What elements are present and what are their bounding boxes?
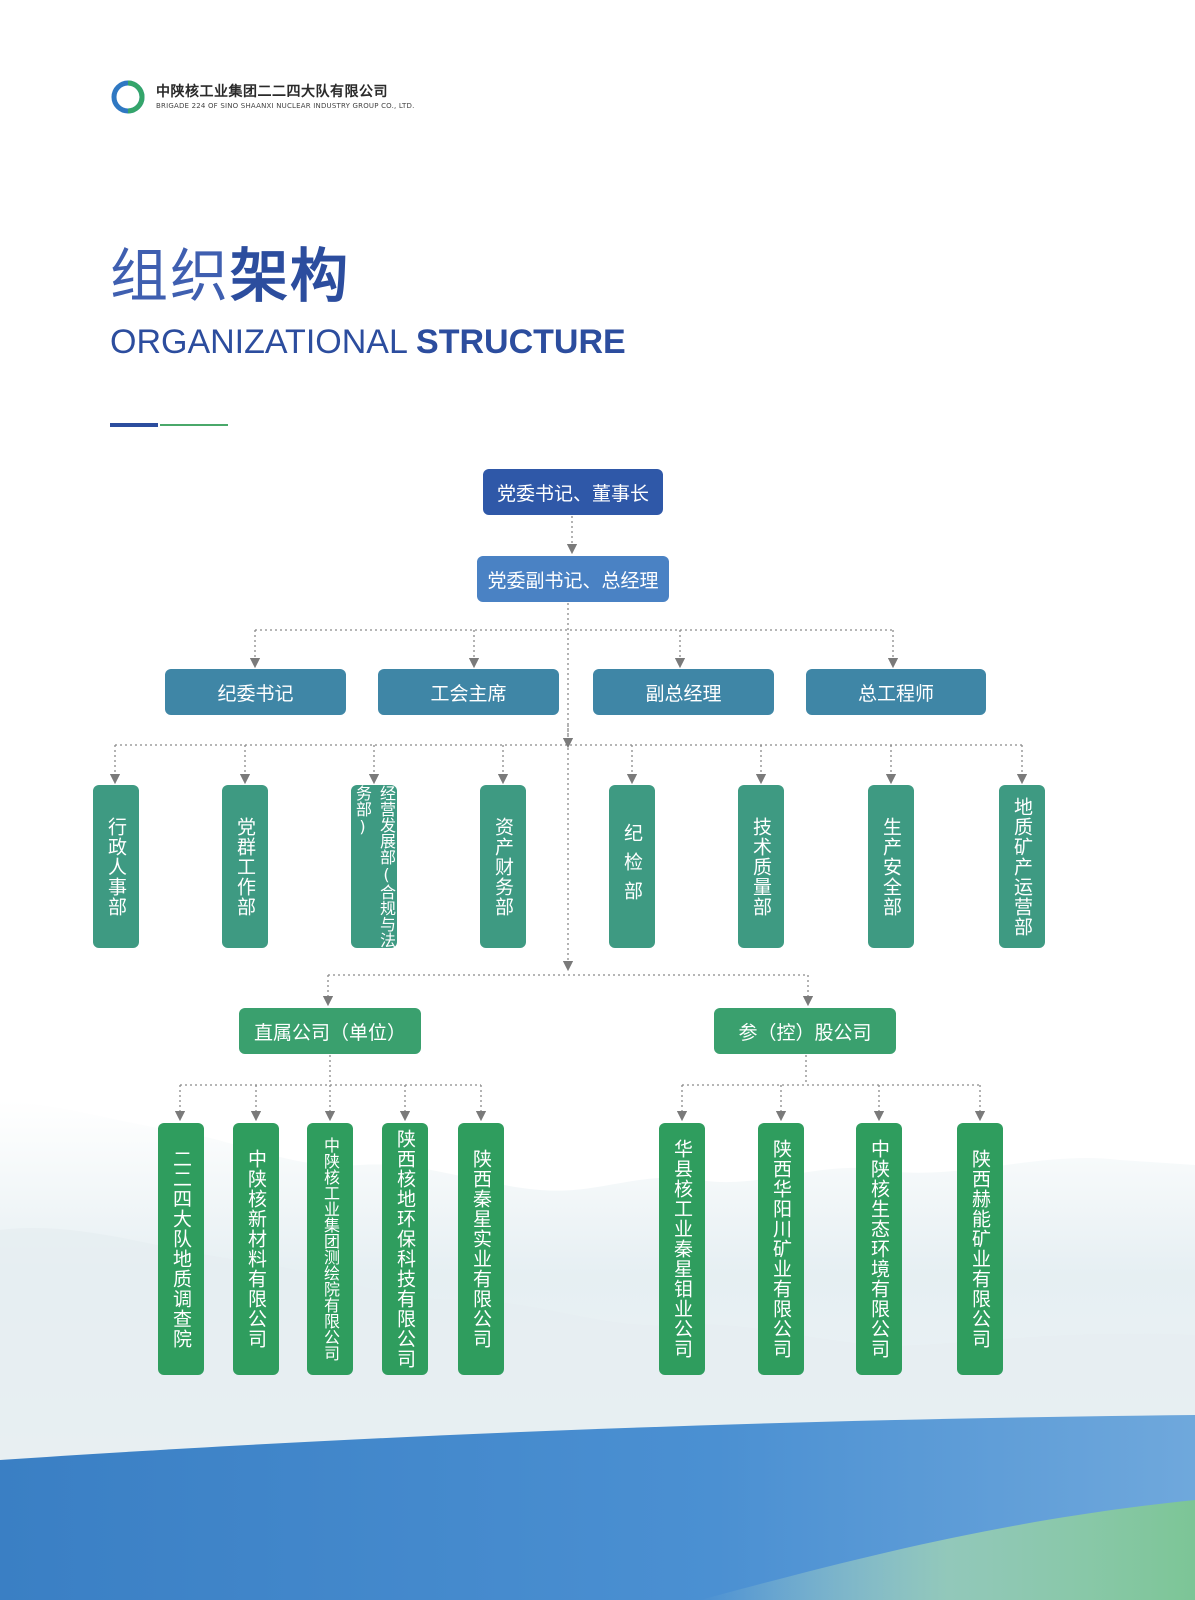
org-node-group-direct-units: 直属公司（单位） (239, 1008, 421, 1054)
title-divider-green (160, 424, 228, 426)
org-node-holding-heneng-mining: 陕西赫能矿业有限公司 (957, 1123, 1003, 1375)
org-node-leader-chief-engineer: 总工程师 (806, 669, 986, 715)
org-node-dept-production-safety: 生产安全部 (868, 785, 914, 948)
org-node-holding-huayangchuan-mining: 陕西华阳川矿业有限公司 (758, 1123, 804, 1375)
page-title-en: ORGANIZATIONAL STRUCTURE (110, 322, 626, 362)
title-en-bold: STRUCTURE (416, 323, 626, 361)
org-node-holding-ecological-environment: 中陕核生态环境有限公司 (856, 1123, 902, 1375)
org-node-dept-admin-hr: 行政人事部 (93, 785, 139, 948)
org-node-chairman: 党委书记、董事长 (483, 469, 663, 515)
org-node-general-manager: 党委副书记、总经理 (477, 556, 669, 602)
org-node-group-holding-companies: 参（控）股公司 (714, 1008, 896, 1054)
title-cn-light: 组织 (110, 242, 231, 310)
header: 中陕核工业集团二二四大队有限公司 BRIGADE 224 OF SINO SHA… (110, 80, 415, 114)
org-node-dept-mineral-operations: 地质矿产运营部 (999, 785, 1045, 948)
org-node-unit-new-materials: 中陕核新材料有限公司 (233, 1123, 279, 1375)
title-cn-bold: 架构 (230, 242, 351, 310)
org-node-unit-qinxing-industry: 陕西秦星实业有限公司 (458, 1123, 504, 1375)
org-node-unit-surveying-institute: 中陕核工业集团测绘院有限公司 (307, 1123, 353, 1375)
org-node-holding-molybdenum: 华县核工业秦星钼业公司 (659, 1123, 705, 1375)
org-node-leader-deputy-gm: 副总经理 (593, 669, 774, 715)
title-divider-blue (110, 423, 158, 427)
page-title-cn: 组织架构 (110, 240, 350, 312)
title-en-light: ORGANIZATIONAL (110, 323, 417, 361)
org-node-dept-asset-finance: 资产财务部 (480, 785, 526, 948)
org-node-unit-geological-survey: 二二四大队地质调查院 (158, 1123, 204, 1375)
company-name-cn: 中陕核工业集团二二四大队有限公司 (156, 83, 388, 100)
org-node-unit-environmental-tech: 陕西核地环保科技有限公司 (382, 1123, 428, 1375)
company-logo-icon (111, 80, 145, 114)
org-node-leader-discipline-secretary: 纪委书记 (165, 669, 346, 715)
org-node-dept-tech-quality: 技术质量部 (738, 785, 784, 948)
org-node-dept-discipline-inspection: 纪检部 (609, 785, 655, 948)
company-name-en: BRIGADE 224 OF SINO SHAANXI NUCLEAR INDU… (156, 101, 415, 110)
org-node-dept-party-affairs: 党群工作部 (222, 785, 268, 948)
org-node-dept-business-development: 经营发展部(合规与法务部) (351, 785, 397, 948)
company-name: 中陕核工业集团二二四大队有限公司 BRIGADE 224 OF SINO SHA… (156, 84, 415, 111)
org-node-leader-union-chair: 工会主席 (378, 669, 559, 715)
